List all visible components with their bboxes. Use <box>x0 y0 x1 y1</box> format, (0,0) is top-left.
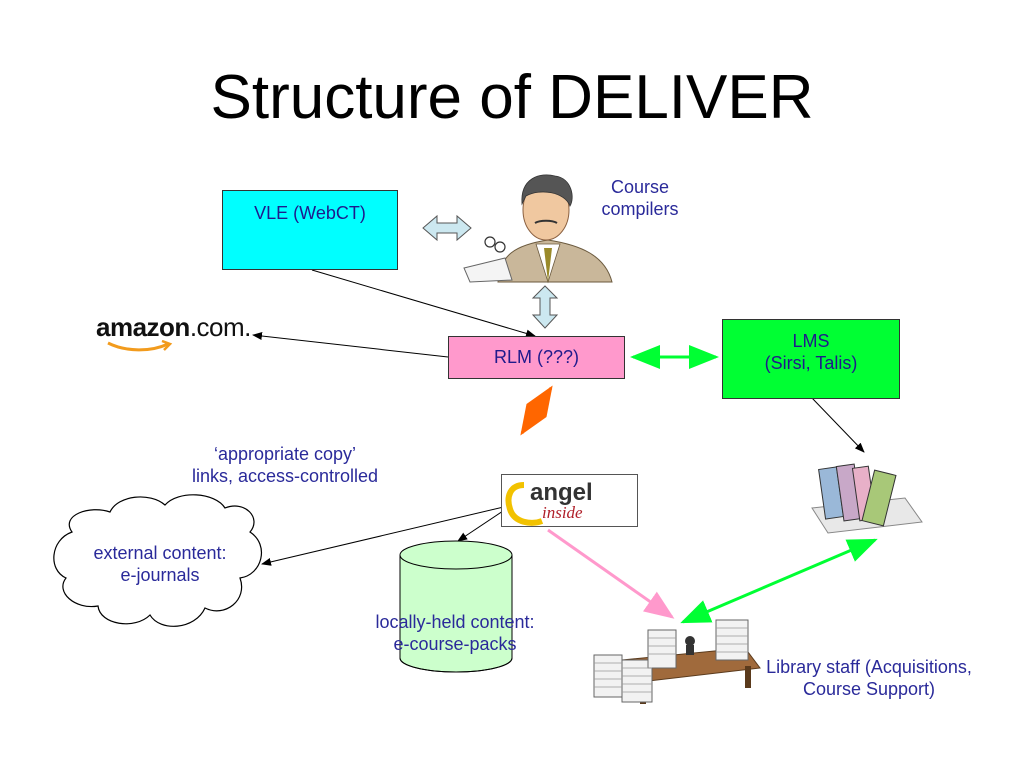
amazon-logo: amazon.com. <box>96 312 252 352</box>
vle-box: VLE (WebCT) <box>222 190 398 270</box>
appropriate-copy-label: ‘appropriate copy’ links, access-control… <box>191 444 379 486</box>
books-staff-arrow <box>680 538 878 624</box>
angel-logo: angel inside <box>501 474 638 527</box>
amazon-logo-bold: amazon <box>96 312 190 342</box>
course-compilers-label: Course compilers <box>601 177 679 219</box>
rlm-box: RLM (???) <box>448 336 625 379</box>
vle-to-rlm-line <box>311 269 536 338</box>
rlm-to-amazon-line <box>252 332 449 358</box>
vle-label: VLE (WebCT) <box>254 203 366 223</box>
angel-logo-sub: inside <box>542 503 583 522</box>
library-staff-label: Library staff (Acquisitions, Course Supp… <box>766 657 972 699</box>
lms-label: LMS (Sirsi, Talis) <box>764 331 858 373</box>
rlm-label: RLM (???) <box>493 347 580 367</box>
slide-title: Structure of DELIVER <box>210 63 814 132</box>
angel-to-staff-arrow <box>547 528 675 619</box>
external-content-label: external content: e-journals <box>93 543 227 585</box>
books-icon <box>811 463 923 534</box>
amazon-smile-icon <box>107 340 173 352</box>
compiler-rlm-arrow <box>531 285 559 329</box>
angel-swoosh-icon <box>505 482 544 526</box>
lms-to-books-line <box>811 397 865 453</box>
local-content-label: locally-held content: e-course-packs <box>375 612 535 654</box>
lms-box: LMS (Sirsi, Talis) <box>722 319 900 399</box>
cloud-icon <box>53 494 262 627</box>
amazon-logo-rest: .com. <box>189 312 252 342</box>
angel-to-external-line <box>261 504 513 566</box>
rlm-angel-arrow <box>520 385 553 436</box>
cylinder-icon <box>399 540 513 673</box>
vle-compiler-arrow <box>422 214 472 242</box>
angel-logo-main: angel <box>530 479 593 506</box>
professor-icon <box>463 174 613 284</box>
library-desk-icon <box>593 619 761 704</box>
